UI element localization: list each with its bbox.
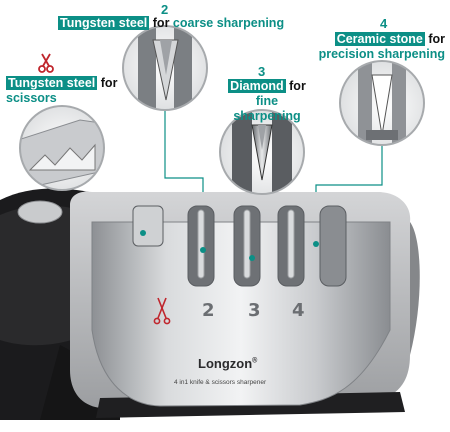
face-number-2: 2 xyxy=(202,300,215,321)
slot-2-number: 2 xyxy=(161,2,169,17)
tagline: 4 in1 knife & scissors sharpener xyxy=(174,379,267,386)
face-number-3: 3 xyxy=(248,300,261,321)
callout-scissors-for: for xyxy=(100,76,118,90)
brand-name: Longzon xyxy=(198,356,253,371)
scissors-icon xyxy=(38,53,54,73)
callout-scissors-desc: scissors xyxy=(6,91,57,105)
slot-4-number: 4 xyxy=(380,16,388,31)
callout-fine: Diamond for fine sharpening xyxy=(222,79,312,124)
callout-fine-desc: fine sharpening xyxy=(233,94,301,123)
brand-logo: Longzon® xyxy=(198,356,257,371)
slot-3-number: 3 xyxy=(258,64,266,79)
scissors-icon xyxy=(153,297,171,325)
face-number-4: 4 xyxy=(292,300,305,321)
brand-mark: ® xyxy=(252,357,258,365)
callout-coarse: Tungsten steel for coarse sharpening xyxy=(58,16,284,31)
callout-precision-desc: precision sharpening xyxy=(318,47,445,61)
callout-precision-for: for xyxy=(428,32,445,46)
callout-fine-for: for xyxy=(289,79,306,93)
callout-coarse-for: for xyxy=(152,16,170,30)
callout-coarse-material: Tungsten steel xyxy=(58,16,150,30)
callout-fine-material: Diamond xyxy=(228,79,286,93)
callout-scissors-material: Tungsten steel xyxy=(6,76,98,90)
callout-precision: Ceramic stone for precision sharpening xyxy=(302,32,445,62)
callout-scissors: Tungsten steel for scissors xyxy=(6,76,117,106)
callout-coarse-desc: coarse sharpening xyxy=(172,16,285,30)
callout-precision-material: Ceramic stone xyxy=(334,32,425,46)
